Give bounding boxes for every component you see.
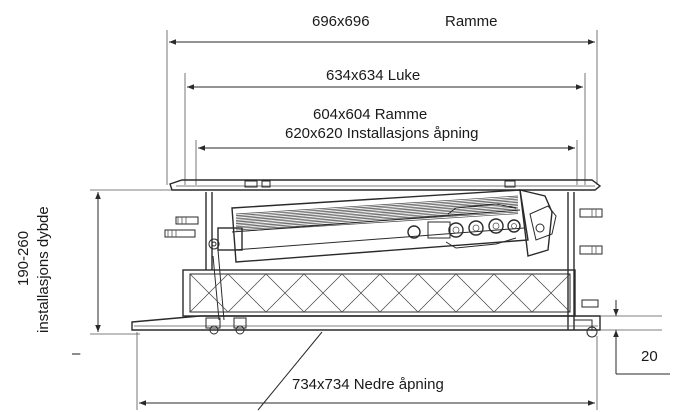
- dim-offset: 20: [600, 300, 670, 375]
- spring-rollers: [407, 203, 521, 249]
- left-bolts: [164, 216, 199, 238]
- dim-install-opening-value: 620x620 Installasjons åpning: [285, 125, 478, 142]
- hatch-assembly: [131, 179, 603, 338]
- dim-depth-value: 190-260: [15, 231, 32, 286]
- insulation-block: [182, 269, 576, 317]
- dim-depth-label: installasjons dybde: [35, 206, 52, 333]
- bottom-plate: [131, 315, 601, 338]
- dim-top-frame: 696x696 Ramme: [166, 13, 598, 185]
- dim-hatch: 634x634 Luke: [184, 67, 586, 185]
- dim-offset-value: 20: [641, 348, 658, 365]
- dim-bottom-opening-value: 734x734 Nedre åpning: [292, 376, 444, 393]
- gas-strut: [208, 189, 557, 263]
- dim-bottom-opening: 734x734 Nedre åpning: [136, 331, 598, 411]
- dim-inner-frame: 604x604 Ramme 620x620 Installasjons åpni…: [195, 106, 578, 185]
- dim-depth: 190-260 installasjons dybde –: [15, 189, 172, 362]
- dim-hatch-value: 634x634 Luke: [326, 67, 420, 84]
- tick-mark: –: [72, 345, 81, 362]
- dim-top-frame-value: 696x696: [312, 13, 370, 30]
- dim-inner-frame-value: 604x604 Ramme: [313, 106, 427, 123]
- right-bolts: [579, 208, 603, 308]
- dim-top-frame-label: Ramme: [445, 13, 498, 30]
